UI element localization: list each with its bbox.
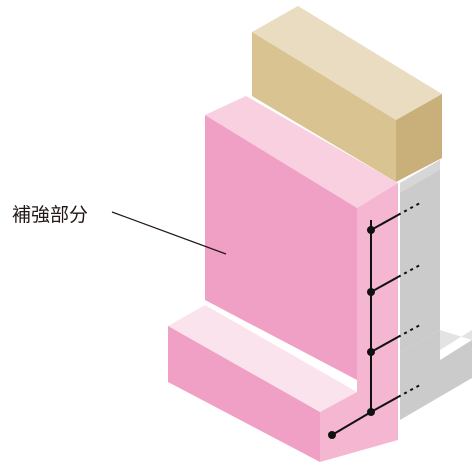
wood-sill-right (396, 94, 442, 182)
bar-node (367, 348, 375, 356)
concrete-footing-top (440, 330, 472, 350)
concrete-wall-side (400, 160, 440, 193)
concrete-footing-front (400, 330, 472, 420)
pink-footing-front (168, 326, 320, 462)
wood-sill-top (252, 6, 442, 120)
label-leader-line (111, 211, 227, 255)
bar-node (328, 431, 336, 439)
bar-node (367, 226, 375, 234)
concrete-wall-face (400, 160, 440, 352)
pink-wall-top (205, 96, 398, 208)
reinforced-part-label: 補強部分 (12, 204, 89, 226)
pink-wall-face (205, 115, 357, 380)
pink-wall-side (357, 183, 398, 440)
wood-sill-left (252, 32, 396, 182)
bar-node (367, 288, 375, 296)
pink-footing-side (320, 392, 398, 462)
anchor-bar-nodes (328, 226, 375, 439)
anchor-bars (331, 202, 421, 436)
pink-footing-top (168, 305, 357, 412)
bar-node (367, 408, 375, 416)
